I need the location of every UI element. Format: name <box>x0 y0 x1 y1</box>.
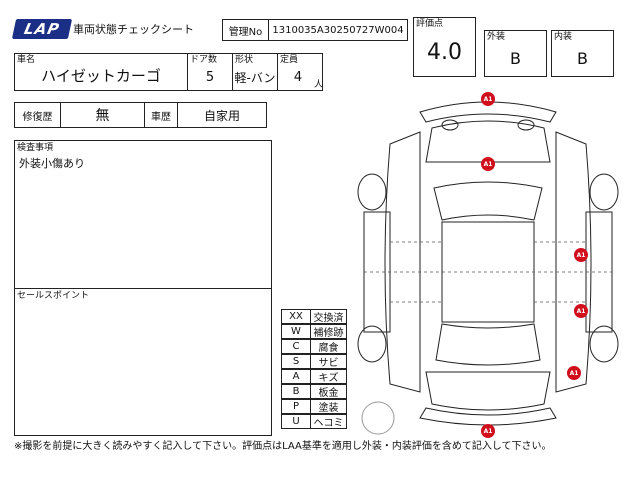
repair-value: 無 <box>60 102 145 128</box>
sales-label: セールスポイント <box>17 291 90 301</box>
legend-meaning: ヘコミ <box>310 414 347 429</box>
wheel-rear-right <box>589 325 619 363</box>
legend-code: U <box>281 414 311 429</box>
capacity-box: 定員 4 人 <box>277 53 323 91</box>
wheel-front-left <box>357 173 387 211</box>
doors-label: ドア数 <box>190 55 218 65</box>
shape-value: 軽-バン <box>234 71 276 85</box>
legend-meaning: 補修跡 <box>310 324 347 339</box>
capacity-label: 定員 <box>280 55 299 65</box>
mgmt-value: 1310035A30250727W004 <box>268 19 408 41</box>
capacity-unit: 人 <box>314 80 324 90</box>
legend-meaning: 腐食 <box>310 339 347 354</box>
legend-code: P <box>281 399 311 414</box>
inspection-text: 外装小傷あり <box>19 157 85 170</box>
sales-box: セールスポイント <box>14 288 272 436</box>
legend-code: XX <box>281 309 311 324</box>
capacity-value: 4 <box>293 70 303 85</box>
car-name-label: 車名 <box>17 55 36 65</box>
exterior-box: 外装 B <box>484 30 547 77</box>
damage-mark: A1 <box>567 366 581 380</box>
headlight-right <box>517 119 535 131</box>
hood-panel <box>425 120 551 163</box>
inspection-label: 検査事項 <box>17 143 54 153</box>
legend-meaning: キズ <box>310 369 347 384</box>
interior-box: 内装 B <box>551 30 614 77</box>
exterior-label: 外装 <box>487 32 506 42</box>
legend-meaning: 塗装 <box>310 399 347 414</box>
spare-tire <box>361 401 395 435</box>
damage-mark: A1 <box>574 248 588 262</box>
damage-mark: A1 <box>574 304 588 318</box>
front-bumper <box>419 101 557 123</box>
damage-mark: A1 <box>481 92 495 106</box>
car-name-box: 車名 ハイゼットカーゴ <box>14 53 188 91</box>
legend-meaning: サビ <box>310 354 347 369</box>
legend-meaning: 交換済 <box>310 309 347 324</box>
left-side-panel <box>384 131 421 393</box>
shape-label: 形状 <box>235 55 254 65</box>
usage-value: 自家用 <box>177 102 267 128</box>
legend-code: B <box>281 384 311 399</box>
headlight-left <box>441 119 459 131</box>
rear-bumper <box>419 407 557 426</box>
doors-box: ドア数 5 <box>187 53 233 91</box>
interior-label: 内装 <box>554 32 573 42</box>
score-value: 4.0 <box>427 40 462 65</box>
rear-panel <box>425 371 551 411</box>
interior-value: B <box>577 49 588 68</box>
score-box: 評価点 4.0 <box>413 17 476 77</box>
legend-code: A <box>281 369 311 384</box>
shape-box: 形状 軽-バン <box>232 53 278 91</box>
car-diagram <box>357 101 619 435</box>
footer-note: ※撮影を前提に大きく読みやすく記入して下さい。評価点はLAA基準を適用し外装・内… <box>14 441 552 452</box>
car-name-value: ハイゼットカーゴ <box>41 67 161 85</box>
legend-meaning: 板金 <box>310 384 347 399</box>
inspection-box: 検査事項 外装小傷あり <box>14 140 272 289</box>
score-label: 評価点 <box>416 19 444 29</box>
exterior-value: B <box>510 49 521 68</box>
legend-code: C <box>281 339 311 354</box>
windshield <box>433 181 543 221</box>
rear-window <box>435 323 541 366</box>
laa-logo: LAP <box>11 19 73 39</box>
right-side-panel <box>555 131 592 393</box>
doors-value: 5 <box>205 70 215 85</box>
mgmt-label: 管理No <box>222 19 269 41</box>
damage-mark: A1 <box>481 424 495 438</box>
sheet-title: 車両状態チェックシート <box>73 23 194 36</box>
wheel-rear-left <box>357 325 387 363</box>
repair-label: 修復歴 <box>14 102 61 128</box>
damage-mark: A1 <box>481 157 495 171</box>
wheel-front-right <box>589 173 619 211</box>
usage-label: 車歴 <box>144 102 178 128</box>
legend-code: S <box>281 354 311 369</box>
legend-code: W <box>281 324 311 339</box>
